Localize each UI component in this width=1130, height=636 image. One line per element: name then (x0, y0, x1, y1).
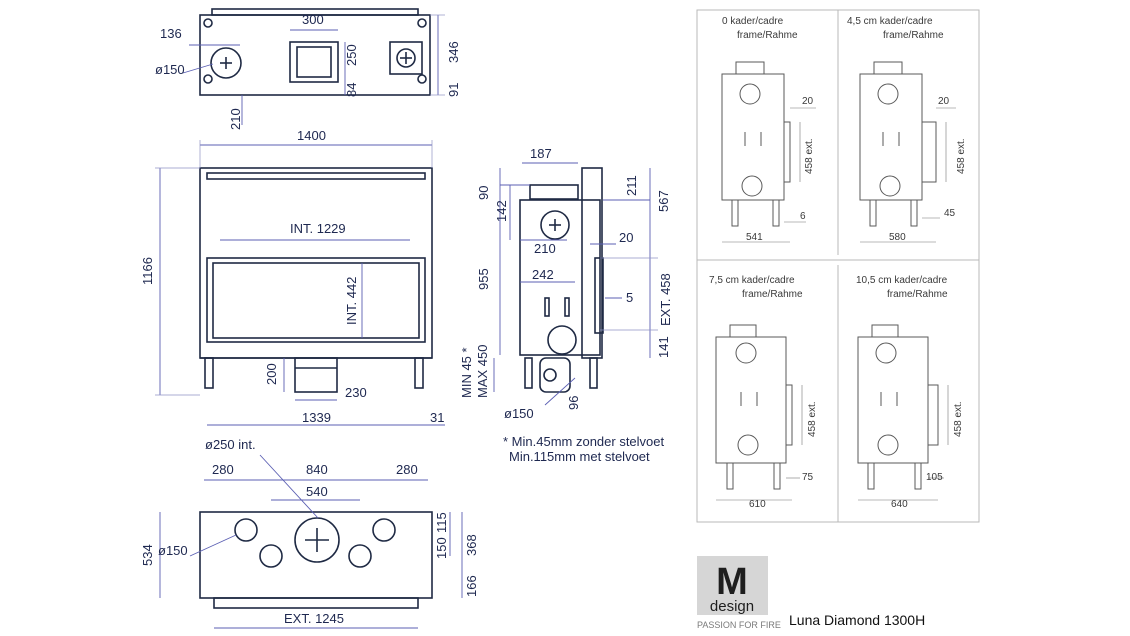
frame-panel-2: 7,5 cm kader/cadre frame/Rahme 458 ext. … (709, 275, 818, 510)
dim-250: 250 (344, 44, 359, 66)
dim-300: 300 (302, 12, 324, 27)
dim-142: 142 (494, 200, 509, 222)
title-block: M design PASSION FOR FIRE Luna Diamond 1… (697, 556, 925, 630)
brand-logo-word: design (710, 598, 754, 615)
dim-840: 840 (306, 462, 328, 477)
frame-panel-3: 10,5 cm kader/cadre frame/Rahme 458 ext.… (856, 275, 964, 510)
dim-211: 211 (624, 175, 639, 196)
frame-panel-1: 4,5 cm kader/cadre frame/Rahme 20 458 ex… (847, 16, 967, 243)
panel-3-title-1: 10,5 cm kader/cadre (856, 275, 948, 286)
dim-ext-1245: EXT. 1245 (284, 611, 344, 626)
dim-bottom-150: 150 (434, 537, 449, 559)
brand-logo (697, 556, 768, 615)
panel-3-title-2: frame/Rahme (887, 289, 948, 300)
dim-min-45: MIN 45 * (459, 347, 474, 398)
panel-0-side: 6 (800, 211, 806, 222)
dim-210: 210 (228, 108, 243, 130)
top-view: 136 300 ø150 250 84 346 91 210 (155, 8, 461, 130)
dim-166: 166 (464, 575, 479, 597)
dim-int-442: INT. 442 (344, 277, 359, 325)
panel-0-width: 541 (746, 232, 763, 243)
footnote: * Min.45mm zonder stelvoet Min.115mm met… (503, 434, 665, 464)
panel-2-title-1: 7,5 cm kader/cadre (709, 275, 795, 286)
dim-side-210: 210 (534, 241, 556, 256)
front-view: 1400 INT. 1229 INT. 442 1166 200 230 133… (140, 128, 445, 426)
frame-panels: 0 kader/cadre frame/Rahme 20 458 ext. 6 … (696, 9, 980, 523)
dim-115: 115 (434, 512, 449, 533)
model-name: Luna Diamond 1300H (789, 612, 925, 628)
panel-2-side: 75 (802, 472, 814, 483)
panel-2-ext: 458 ext. (807, 401, 818, 437)
dim-230: 230 (345, 385, 367, 400)
note-line-2: Min.115mm met stelvoet (509, 449, 650, 464)
dim-side-diameter-150: ø150 (504, 406, 534, 421)
dim-250-int: ø250 int. (205, 437, 256, 452)
front-glass (212, 262, 420, 339)
panel-0-title-1: 0 kader/cadre (722, 16, 784, 27)
top-view-body (199, 14, 431, 96)
panel-1-top: 20 (938, 96, 950, 107)
frame-panel-0: 0 kader/cadre frame/Rahme 20 458 ext. 6 … (721, 16, 816, 243)
panel-1-ext: 458 ext. (956, 138, 967, 174)
panel-3-width: 640 (891, 499, 908, 510)
dim-955: 955 (476, 268, 491, 290)
bottom-main-flue (294, 517, 340, 563)
dim-346: 346 (446, 41, 461, 63)
brand-logo-letter: M (716, 561, 748, 603)
dim-242: 242 (532, 267, 554, 282)
note-line-1: * Min.45mm zonder stelvoet (503, 434, 665, 449)
dim-91: 91 (446, 83, 461, 97)
panel-0-top: 20 (802, 96, 814, 107)
dim-diameter-150: ø150 (155, 62, 185, 77)
dim-567: 567 (656, 190, 671, 212)
dim-187: 187 (530, 146, 552, 161)
panel-2-width: 610 (749, 499, 766, 510)
dim-280-right: 280 (396, 462, 418, 477)
panel-3-ext: 458 ext. (953, 401, 964, 437)
dim-141: 141 (656, 336, 671, 358)
dim-368: 368 (464, 534, 479, 556)
dim-280-left: 280 (212, 462, 234, 477)
brand-tagline: PASSION FOR FIRE (697, 620, 781, 630)
dim-96: 96 (566, 396, 581, 410)
dim-84: 84 (344, 83, 359, 97)
side-body (519, 199, 601, 356)
dim-534: 534 (140, 544, 155, 566)
dim-540: 540 (306, 484, 328, 499)
dim-136: 136 (160, 26, 182, 41)
dim-1339: 1339 (302, 410, 331, 425)
dim-side-20: 20 (619, 230, 633, 245)
front-flue (294, 357, 338, 393)
dim-1166: 1166 (140, 257, 155, 285)
dim-ext-458: EXT. 458 (658, 273, 673, 326)
panel-1-width: 580 (889, 232, 906, 243)
panel-2-title-2: frame/Rahme (742, 289, 803, 300)
panel-0-title-2: frame/Rahme (737, 30, 798, 41)
dim-90: 90 (476, 186, 491, 200)
panel-1-title-1: 4,5 cm kader/cadre (847, 16, 933, 27)
panel-1-title-2: frame/Rahme (883, 30, 944, 41)
panel-3-side: 105 (926, 472, 943, 483)
top-flue-circle (210, 47, 242, 79)
bottom-body (199, 511, 433, 599)
bottom-view: ø250 int. 280 840 280 540 534 ø150 150 1… (140, 437, 479, 629)
dim-bottom-diameter-150: ø150 (158, 543, 188, 558)
dim-1400: 1400 (297, 128, 326, 143)
panel-0-ext: 458 ext. (804, 138, 815, 174)
side-view: 187 90 142 211 567 210 20 955 242 EXT. 4… (459, 146, 673, 421)
dim-31: 31 (430, 410, 444, 425)
panel-1-side: 45 (944, 208, 956, 219)
dim-side-5: 5 (626, 290, 633, 305)
dim-200: 200 (264, 363, 279, 385)
dim-max-450: MAX 450 (475, 345, 490, 398)
dim-int-1229: INT. 1229 (290, 221, 346, 236)
